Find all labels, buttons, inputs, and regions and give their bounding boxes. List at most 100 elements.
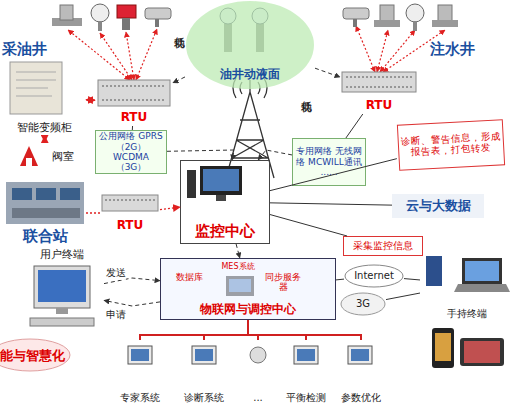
app-screen (195, 349, 213, 361)
connector (336, 279, 344, 281)
desk-symbol (12, 208, 80, 218)
app-icon (192, 346, 216, 364)
node-text: RTU (366, 99, 393, 113)
ellipse-shape (345, 265, 403, 287)
phone-symbol (432, 328, 454, 368)
actuator-symbol (117, 5, 136, 18)
node-text: RTU (121, 111, 148, 125)
node-box: MES系统 (215, 261, 261, 275)
connector (44, 136, 45, 142)
node-text: 物联网与调控中心 (200, 303, 296, 317)
node-text: 专家系统 (120, 392, 160, 404)
node-box: 手持终端 (420, 248, 514, 320)
connector (86, 99, 95, 101)
node-text: 诊断、警告信息，形成报告表，打包转发 (400, 131, 501, 158)
node-text: MES系统 (221, 262, 254, 271)
edge-label: 发送 (106, 266, 126, 280)
rtu-device (102, 195, 158, 211)
actuator-stem (122, 18, 130, 30)
node-text: 参数优化 (341, 392, 381, 404)
flowmeter-symbol (438, 5, 452, 21)
app-screen (297, 349, 315, 361)
camera-stand (353, 19, 357, 27)
monitor-symbol (34, 266, 90, 308)
gauge-stem (413, 21, 417, 31)
node-box: 油井动液面 (185, 0, 315, 90)
connector (204, 320, 248, 340)
connector (248, 320, 361, 340)
connector (104, 300, 160, 306)
camera-symbol (343, 8, 369, 19)
node-box: 同步服务器 (261, 271, 305, 301)
app-icon (348, 346, 372, 364)
laptop-base (454, 284, 510, 292)
node-text: 用户终端 (40, 249, 84, 262)
rtu-device (342, 72, 416, 92)
node-text: 智能变频柜 (17, 122, 72, 135)
screen-symbol (36, 188, 56, 200)
node-text: 联合站 (23, 228, 68, 245)
node-text: 阀室 (52, 151, 74, 164)
node-text: 公用网络 GPRS（2G） WCDMA（3G） (98, 131, 164, 172)
node-box: 云与大数据 (392, 194, 484, 218)
node-text: 同步服务器 (263, 272, 303, 293)
flowmeter-symbol (60, 5, 73, 20)
connector (404, 279, 420, 280)
station-photo (6, 182, 84, 224)
node-box: 物联网与调控中心 数据库 MES系统同步服务器 (160, 258, 336, 320)
node-box: 专用网络 无线网络 MCWILL通讯 ...... (292, 138, 366, 186)
phone-screen (464, 341, 500, 363)
connector (346, 114, 363, 138)
node-text: 手持终端 (447, 308, 487, 320)
tower-symbol (226, 92, 274, 178)
camera-symbol (145, 8, 171, 19)
node-box: 采集监控信息 (343, 236, 423, 256)
node-text: 采集监控信息 (353, 241, 413, 252)
node-text: 油井动液面 (220, 68, 280, 82)
connector (270, 215, 347, 236)
rtu-device (98, 80, 170, 106)
app-icon (250, 347, 266, 363)
laptop-screen (462, 258, 502, 284)
connector (86, 212, 100, 213)
node-text: 平衡检测 (286, 392, 326, 404)
signal-line (126, 32, 134, 80)
laptop-display (465, 261, 499, 281)
connector (258, 150, 292, 160)
pc-tower (187, 170, 196, 198)
node-box: 公用网络 GPRS（2G） WCDMA（3G） (95, 130, 167, 174)
monitor-symbol (200, 166, 242, 195)
monitor-screen (203, 169, 239, 191)
app-icon (128, 346, 152, 364)
camera-stand (155, 19, 159, 27)
connector (173, 77, 185, 83)
gauge-symbol (91, 4, 109, 22)
gauge-symbol (406, 4, 424, 22)
free-label: 注水井 (430, 40, 475, 59)
edge-label: 申请 (106, 308, 126, 322)
node-text: 专用网络 无线网络 MCWILL通讯 ...... (295, 146, 363, 177)
app-screen (351, 349, 369, 361)
node-box: 数据库 (169, 271, 209, 301)
app-icon (294, 346, 318, 364)
node-box: 专家系统 (112, 340, 168, 404)
connector (270, 203, 392, 205)
free-label: 能与智慧化 (0, 347, 65, 365)
node-text: 云与大数据 (406, 199, 471, 214)
monitor-stand (216, 195, 226, 201)
cabinet-symbol (10, 62, 62, 114)
modem-symbol (426, 256, 442, 286)
connector (236, 244, 240, 258)
pipe-symbol (432, 20, 458, 27)
node-box: 用户终端 (20, 248, 104, 336)
node-text: ... (253, 392, 263, 404)
connector (140, 320, 248, 340)
flowmeter-symbol (380, 5, 394, 21)
node-box: RTU (340, 68, 418, 114)
node-box: 阀室 (14, 142, 76, 172)
node-box: RTU (100, 192, 160, 234)
node-text: Internet (354, 270, 394, 282)
node-text: 数据库 (176, 272, 203, 282)
node-box: 诊断、警告信息，形成报告表，打包转发 (397, 119, 505, 170)
